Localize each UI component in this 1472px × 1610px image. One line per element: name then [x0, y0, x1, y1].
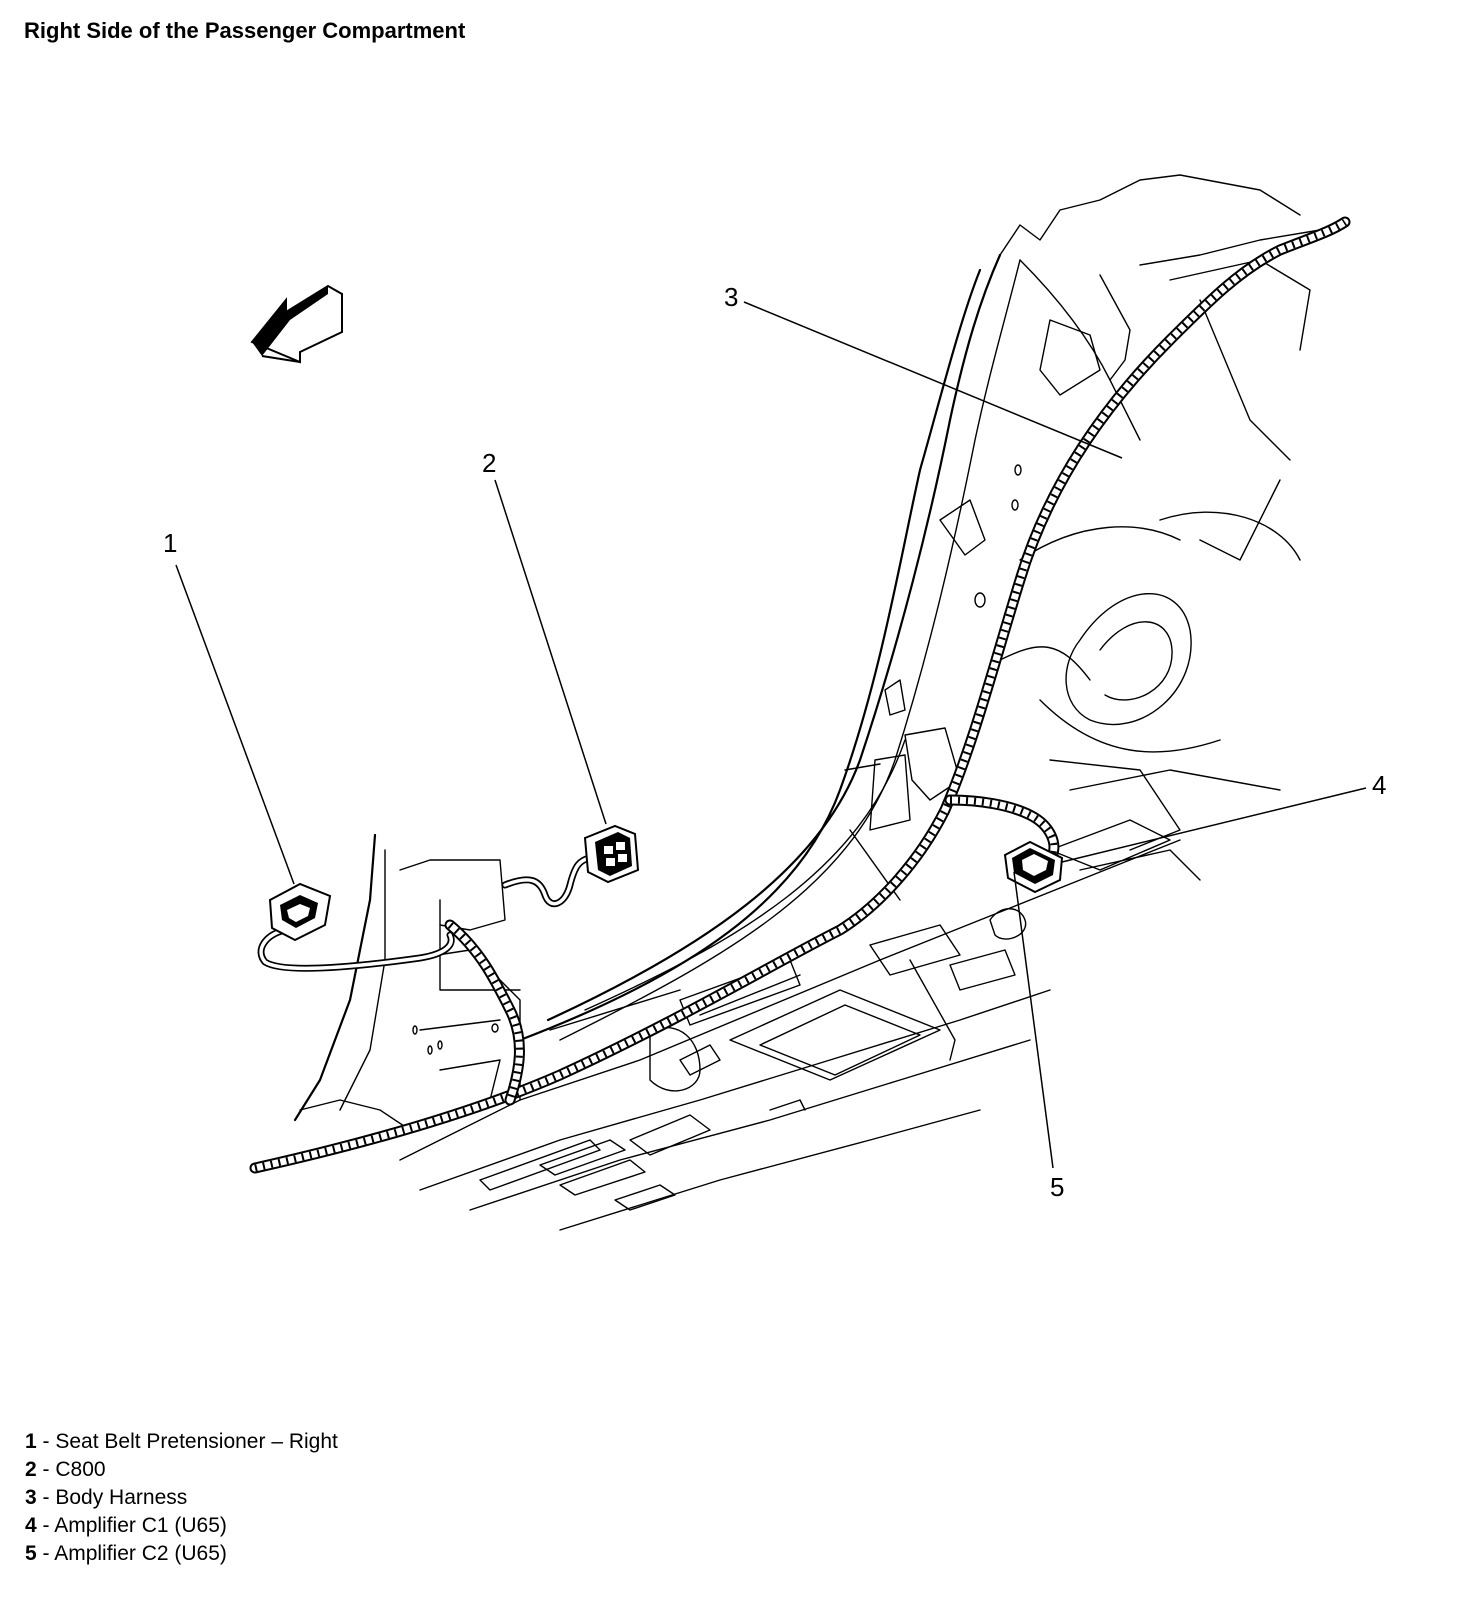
- callout-1: 1: [163, 528, 177, 558]
- legend-label: Amplifier C2 (U65): [54, 1542, 227, 1565]
- callout-5: 5: [1050, 1172, 1064, 1202]
- callout-3: 3: [724, 282, 738, 312]
- legend-number: 3: [25, 1486, 37, 1509]
- direction-arrow-icon: [250, 284, 343, 364]
- callout-2: 2: [482, 448, 496, 478]
- body-harness: [249, 216, 1351, 1174]
- legend-separator: -: [36, 1542, 55, 1565]
- diagram-title: Right Side of the Passenger Compartment: [24, 18, 466, 43]
- legend-separator: -: [36, 1430, 56, 1453]
- vehicle-body-structure: [293, 174, 1321, 1231]
- legend-label: Body Harness: [55, 1486, 188, 1509]
- legend-separator: -: [36, 1458, 56, 1481]
- legend-separator: -: [36, 1486, 56, 1509]
- legend-label: C800: [55, 1458, 106, 1481]
- legend-item: 2 - C800: [25, 1456, 338, 1484]
- legend-label: Seat Belt Pretensioner – Right: [55, 1430, 338, 1453]
- legend-number: 1: [25, 1430, 37, 1453]
- c800-connector: [501, 824, 640, 908]
- legend-item: 4 - Amplifier C1 (U65): [25, 1512, 338, 1540]
- parts-legend: 1 - Seat Belt Pretensioner – Right 2 - C…: [25, 1428, 338, 1568]
- amplifier-connectors: [1003, 840, 1064, 894]
- callout-leaders: [175, 301, 1367, 1169]
- legend-number: 2: [25, 1458, 37, 1481]
- legend-item: 5 - Amplifier C2 (U65): [25, 1540, 338, 1568]
- legend-number: 5: [25, 1542, 37, 1565]
- seat-belt-pretensioner-connector: [257, 882, 455, 972]
- legend-item: 3 - Body Harness: [25, 1484, 338, 1512]
- legend-number: 4: [25, 1514, 37, 1537]
- callout-4: 4: [1372, 770, 1386, 800]
- legend-label: Amplifier C1 (U65): [54, 1514, 227, 1537]
- legend-item: 1 - Seat Belt Pretensioner – Right: [25, 1428, 338, 1456]
- legend-separator: -: [36, 1514, 55, 1537]
